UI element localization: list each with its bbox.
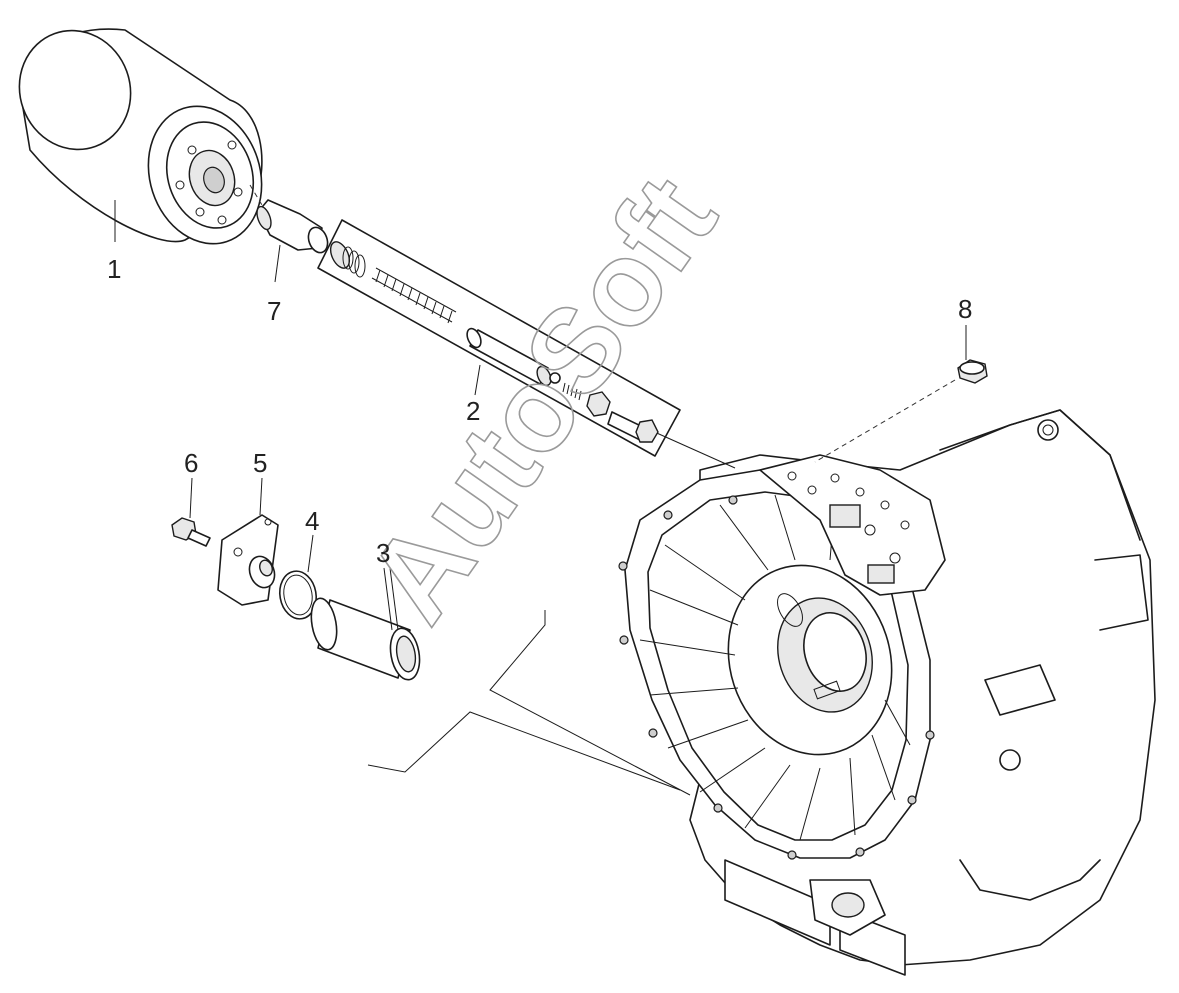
- oil-filter: [18, 28, 263, 245]
- callout-8: 8: [958, 294, 972, 324]
- adapter-fitting: [249, 184, 329, 283]
- leader-lines: [367, 379, 956, 796]
- callout-2: 2: [466, 396, 480, 426]
- callout-3: 3: [376, 538, 390, 568]
- callout-4: 4: [305, 506, 319, 536]
- callout-7: 7: [267, 296, 281, 326]
- cover-plate: [217, 477, 279, 606]
- o-ring: [278, 534, 318, 620]
- transmission-housing: [618, 409, 1156, 976]
- callout-1: 1: [107, 254, 121, 284]
- plug: [957, 325, 988, 384]
- callout-6: 6: [184, 448, 198, 478]
- valve-kit: [317, 219, 681, 457]
- bolt: [171, 477, 211, 547]
- callout-5: 5: [253, 448, 267, 478]
- sleeve: [310, 567, 421, 681]
